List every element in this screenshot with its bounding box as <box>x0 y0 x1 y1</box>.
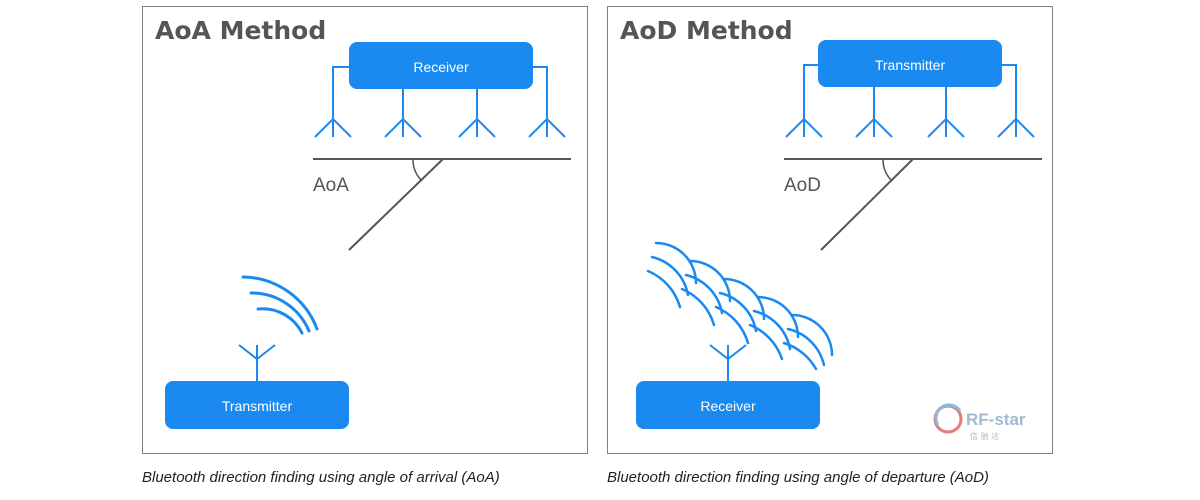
aod-panel: Transmitter AoD <box>607 6 1053 454</box>
rf-star-logo: RF-star 信 驰 达 <box>933 403 1026 441</box>
receiver-box <box>349 42 533 89</box>
transmitter-box <box>165 381 349 429</box>
departure-ray <box>820 158 914 251</box>
wavefront-group <box>714 277 766 345</box>
logo-subtext: 信 驰 达 <box>970 431 999 441</box>
aoa-caption: Bluetooth direction finding using angle … <box>142 469 500 486</box>
angle-label: AoD <box>784 175 821 196</box>
transmitter-box <box>818 40 1002 87</box>
receiver-antenna <box>709 344 747 382</box>
arrival-ray <box>348 158 444 251</box>
aod-caption: Bluetooth direction finding using angle … <box>607 469 989 486</box>
transmitter-antenna-array <box>785 64 1035 138</box>
transmitter-antenna <box>238 344 276 382</box>
angle-arc <box>882 158 893 182</box>
transmitter-label: Transmitter <box>222 398 293 414</box>
logo-swirl-accent <box>934 403 962 426</box>
wavefront-group <box>680 259 732 327</box>
aod-title: AoD Method <box>620 16 793 45</box>
logo-text: RF-star <box>966 410 1026 429</box>
signal-waves <box>241 275 319 335</box>
wavefront-group <box>748 295 800 361</box>
transmitter-label: Transmitter <box>875 57 946 73</box>
aoa-diagram: Receiver AoA Transmitter <box>165 42 571 429</box>
angle-label: AoA <box>313 175 349 196</box>
aoa-title: AoA Method <box>155 16 327 45</box>
aod-diagram: Transmitter AoD <box>636 40 1042 441</box>
receiver-label: Receiver <box>700 398 756 414</box>
angle-arc <box>412 158 423 182</box>
receiver-label: Receiver <box>413 59 469 75</box>
aoa-panel: Receiver AoA Transmitter AoA Method <box>142 6 588 454</box>
wavefront-group <box>646 241 698 309</box>
receiver-antenna-array <box>314 66 566 138</box>
receiver-box <box>636 381 820 429</box>
wavefront-group <box>782 313 834 371</box>
wavefront-pattern <box>646 241 834 371</box>
